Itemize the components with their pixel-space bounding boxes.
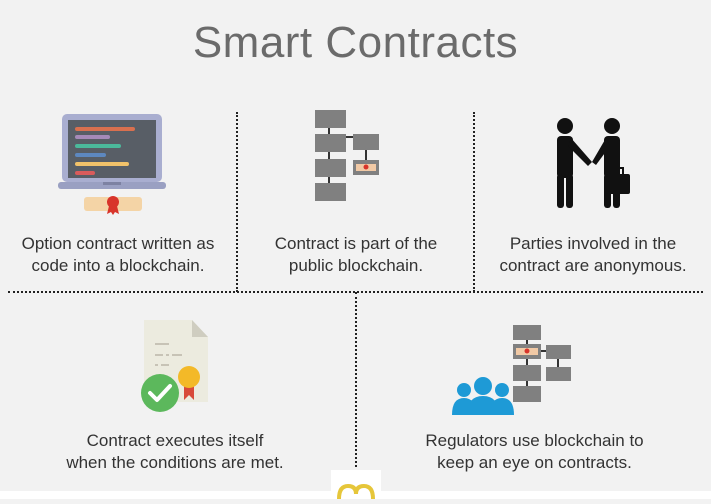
cell-1-text: Option contract written as code into a b… — [0, 233, 236, 277]
handshake-people-icon — [552, 116, 632, 217]
verified-document-icon — [138, 320, 212, 420]
cell-5-text: Regulators use blockchain to keep an eye… — [358, 430, 711, 474]
cell-3-line-2: contract are anonymous. — [499, 256, 687, 275]
laptop-code-icon — [58, 114, 168, 221]
cell-4-line-1: Contract executes itself — [86, 431, 264, 450]
cell-5-line-2: keep an eye on contracts. — [437, 453, 632, 472]
infinity-logo-icon — [331, 470, 381, 500]
cell-3-text: Parties involved in the contract are ano… — [475, 233, 711, 277]
cell-5-line-1: Regulators use blockchain to — [425, 431, 644, 450]
page-title: Smart Contracts — [192, 18, 519, 67]
blockchain-blocks-icon — [313, 110, 383, 211]
cell-1-line-2: code into a blockchain. — [31, 256, 205, 275]
cell-4-line-2: when the conditions are met. — [66, 453, 284, 472]
cell-3-line-1: Parties involved in the — [509, 234, 677, 253]
cell-2-line-2: public blockchain. — [288, 256, 424, 275]
cell-2-line-1: Contract is part of the — [274, 234, 438, 253]
regulators-blockchain-icon — [450, 322, 575, 422]
cell-2-text: Contract is part of the public blockchai… — [238, 233, 474, 277]
divider-vertical-3 — [355, 292, 357, 467]
divider-vertical-2 — [473, 112, 475, 292]
cell-4-text: Contract executes itself when the condit… — [0, 430, 350, 474]
divider-vertical-1 — [236, 112, 238, 292]
cell-1-line-1: Option contract written as — [21, 234, 215, 253]
